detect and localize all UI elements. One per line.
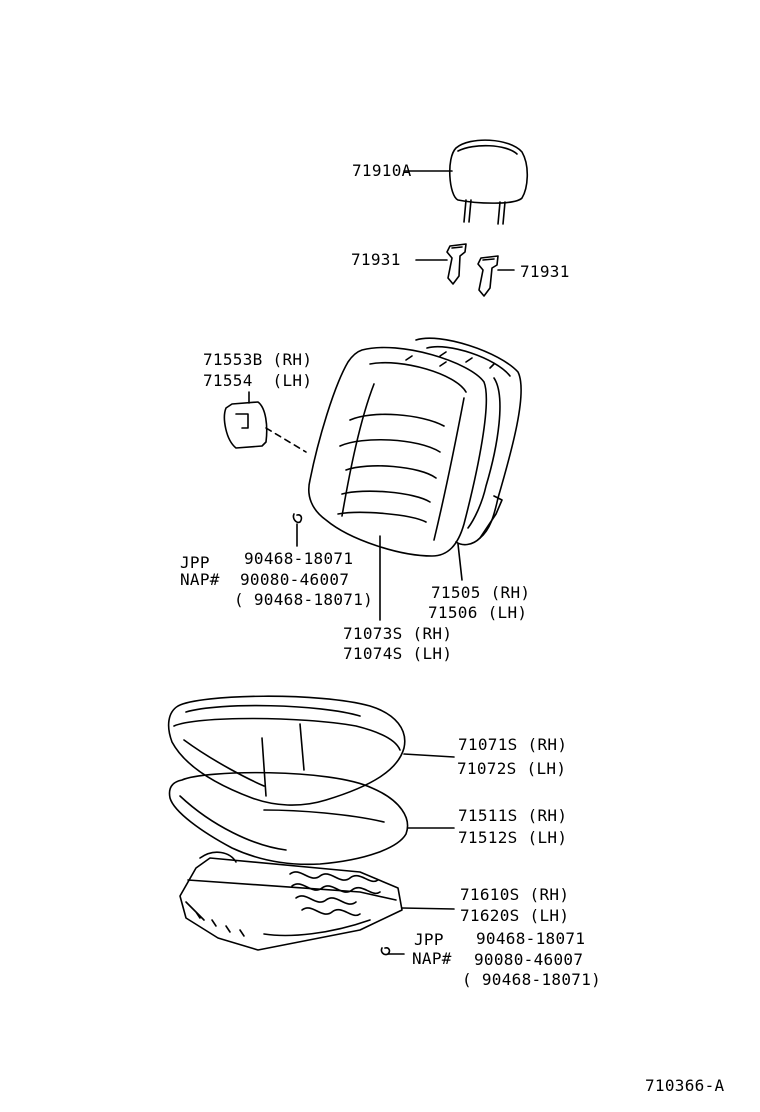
label-back-cover-rh: 71073S (RH) (343, 624, 453, 643)
label-cushion-cover-lh: 71072S (LH) (457, 759, 567, 778)
label-back-fastener-nap: NAP# (180, 570, 220, 589)
label-back-pad-lh: 71506 (LH) (428, 603, 528, 622)
headrest-illustration (403, 139, 529, 225)
cushion-cover-illustration (167, 695, 455, 806)
label-headrest-support-right: 71931 (520, 262, 570, 281)
label-cushion-frame-lh: 71620S (LH) (460, 906, 570, 925)
label-back-fastener-jpp: JPP (180, 553, 210, 572)
label-cushion-fastener-nap-part: 90080-46007 (474, 950, 584, 969)
label-back-fastener-jpp-part: 90468-18071 (244, 549, 354, 568)
label-cushion-fastener-jpp: JPP (414, 930, 444, 949)
back-pad-leader (457, 543, 463, 581)
back-clip-illustration (292, 513, 303, 547)
label-back-fastener-nap-part: 90080-46007 (240, 570, 350, 589)
label-back-cover-lh: 71074S (LH) (343, 644, 453, 663)
label-cushion-frame-rh: 71610S (RH) (460, 885, 570, 904)
label-cushion-fastener-nap: NAP# (412, 949, 452, 968)
label-cushion-fastener-jpp-part: 90468-18071 (476, 929, 586, 948)
cushion-frame-illustration (179, 851, 455, 951)
seatback-frame-illustration (415, 337, 522, 546)
label-cushion-pad-rh: 71511S (RH) (458, 806, 568, 825)
cushion-pad-illustration (168, 771, 455, 866)
label-back-pad-rh: 71505 (RH) (431, 583, 531, 602)
label-cushion-fastener-alt: ( 90468-18071) (462, 970, 602, 989)
seatback-cover-illustration (308, 346, 488, 557)
label-headrest: 71910A (352, 161, 412, 180)
label-side-cover-lh: 71554 (LH) (203, 371, 313, 390)
headrest-support-illustration (415, 243, 515, 297)
diagram-id: 710366-A (645, 1076, 725, 1095)
side-cover-illustration (223, 391, 307, 453)
label-back-fastener-alt: ( 90468-18071) (234, 590, 374, 609)
label-side-cover-rh: 71553B (RH) (203, 350, 313, 369)
label-cushion-cover-rh: 71071S (RH) (458, 735, 568, 754)
cushion-clip-illustration (380, 947, 405, 956)
label-headrest-support-left: 71931 (351, 250, 401, 269)
label-cushion-pad-lh: 71512S (LH) (458, 828, 568, 847)
